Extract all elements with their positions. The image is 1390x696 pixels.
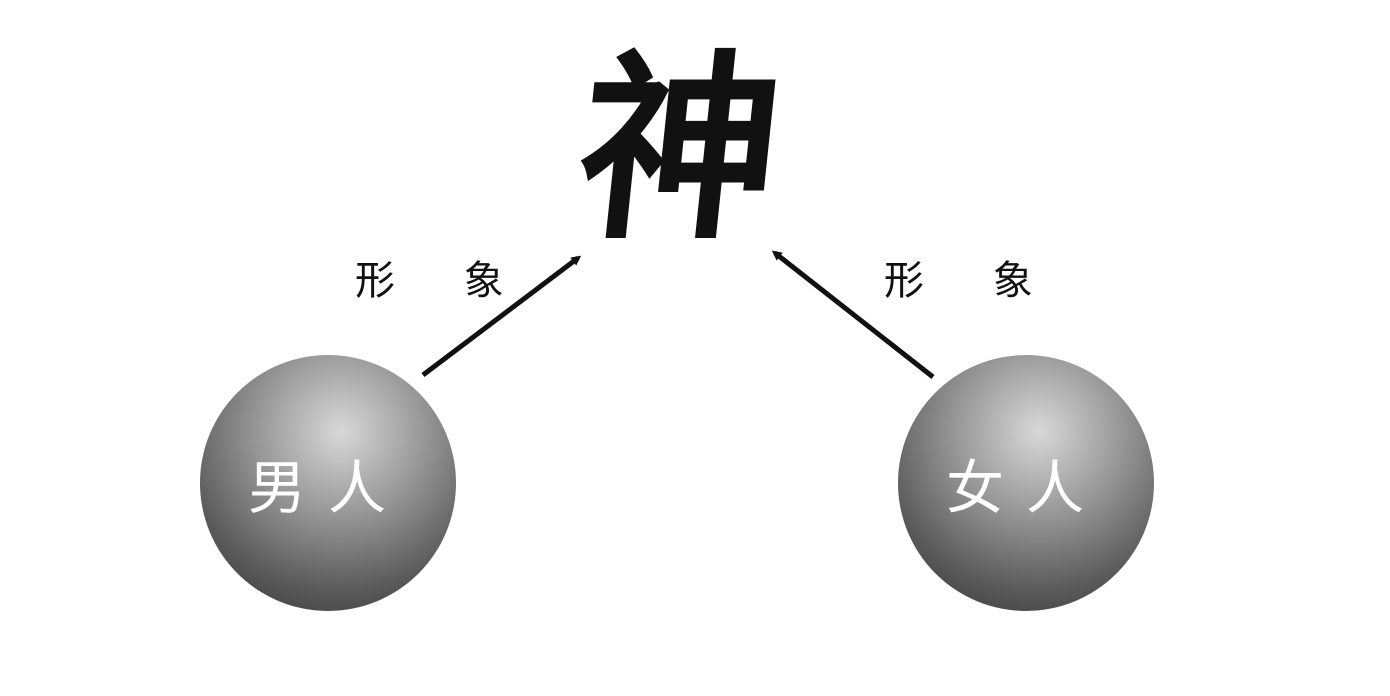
- woman-node: 女人: [898, 355, 1154, 611]
- left-arrow: [421, 255, 582, 377]
- right-image-label: 形 象: [884, 258, 1061, 304]
- right-arrow: [771, 250, 935, 379]
- left-image-label: 形 象: [355, 258, 532, 304]
- man-label: 男人: [247, 454, 408, 522]
- woman-label: 女人: [945, 454, 1106, 522]
- man-node: 男人: [200, 355, 456, 611]
